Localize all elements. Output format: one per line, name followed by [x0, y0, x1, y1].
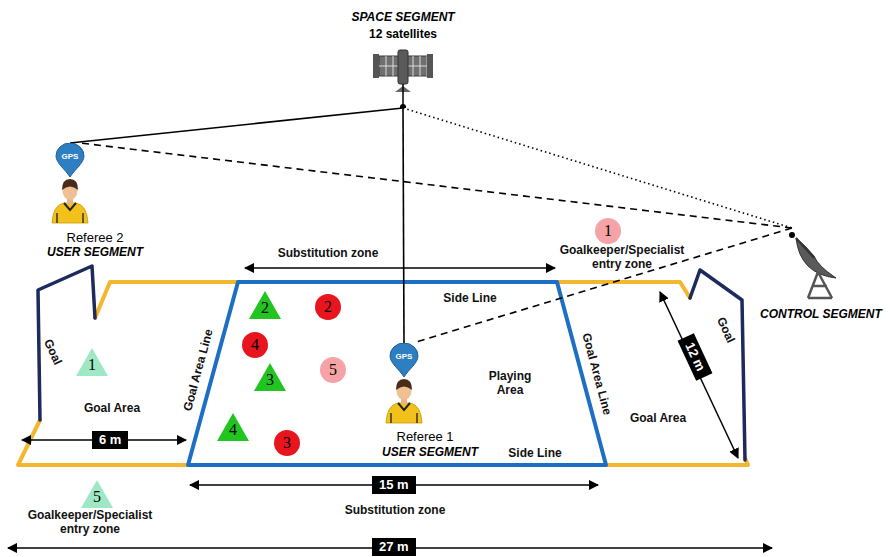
shirt-stripe	[82, 213, 84, 223]
court-label: Goal Area	[618, 411, 698, 425]
signal-link	[70, 108, 403, 143]
goal-area-line-yellow	[606, 458, 748, 465]
dimension-box: 27 m	[372, 538, 416, 556]
shirt-stripe	[390, 413, 392, 423]
player-triangle: 1	[75, 347, 109, 377]
segment-name: USER SEGMENT	[47, 245, 143, 259]
court-label: Goalkeeper/Specialist entry zone	[15, 508, 165, 536]
junction-dot	[789, 232, 795, 238]
dimension-value: 15 m	[379, 477, 409, 492]
shirt-stripe	[416, 413, 418, 423]
player-number: 3	[283, 434, 291, 452]
gps-tag: GPS	[396, 352, 413, 361]
court-label: Goal Area	[72, 401, 152, 415]
player-number: 5	[329, 361, 337, 379]
solar-panel	[373, 54, 379, 78]
goal-area-line-yellow	[95, 282, 238, 318]
referee-node: GPS Referee 2USER SEGMENT	[20, 143, 160, 263]
player-triangle: 5	[80, 479, 114, 509]
triangle-shape	[81, 480, 113, 508]
dish-feed	[796, 238, 814, 258]
dimension-box: 6 m	[92, 431, 128, 449]
segment-name: USER SEGMENT	[382, 445, 478, 459]
signal-link	[403, 108, 792, 228]
referee-name: Referee 1	[397, 429, 454, 444]
referee-hair	[62, 179, 78, 190]
court-label: Goal Area Line	[177, 315, 219, 425]
referee-shirt	[52, 203, 88, 223]
solar-panel	[379, 56, 400, 76]
dimension-value: 6 m	[99, 432, 121, 447]
signal-link	[80, 143, 792, 228]
satellite-mast	[402, 84, 404, 107]
court-label: Goal Area Line	[576, 319, 618, 429]
dish-stand	[808, 272, 832, 298]
satellite-node: SPACE SEGMENT 12 satellites	[340, 6, 466, 108]
dimension-value: 27 m	[379, 539, 409, 554]
player-number: 2	[324, 298, 332, 316]
triangle-shape	[76, 348, 108, 376]
gps-pin	[390, 343, 418, 377]
player-triangle: 2	[248, 290, 282, 320]
player-number: 1	[604, 222, 612, 240]
shirt-collar	[398, 403, 410, 410]
player-number: 3	[266, 371, 274, 389]
dimension-box: 12 m	[678, 333, 713, 380]
goal-frame	[38, 266, 95, 420]
control-node: CONTROL SEGMENT	[752, 228, 890, 323]
player-number: 2	[261, 299, 269, 317]
dish	[796, 238, 836, 278]
player-circle: 5	[320, 357, 346, 383]
panel-grid	[379, 66, 400, 67]
player-number: 4	[251, 336, 259, 354]
court-label: Side Line	[430, 291, 510, 305]
player-circle: 1	[595, 218, 621, 244]
goal-area-line-yellow	[18, 420, 188, 465]
player-circle: 4	[242, 332, 268, 358]
player-circle: 3	[274, 430, 300, 456]
panel-grid	[406, 66, 427, 67]
referee-name: Referee 2	[67, 230, 124, 245]
solar-panel	[427, 54, 433, 78]
court-label: Substitution zone	[330, 503, 460, 517]
solar-panel	[406, 56, 427, 76]
dimension-box: 15 m	[372, 476, 416, 494]
player-number: 4	[229, 421, 237, 439]
gps-tag: GPS	[62, 152, 79, 161]
gps-pin	[56, 143, 84, 177]
player-number: 1	[88, 356, 96, 374]
playing-area-outline	[188, 282, 606, 465]
triangle-shape	[217, 413, 249, 441]
referee-hair	[396, 379, 412, 390]
goal-area-line-yellow	[557, 282, 690, 298]
court-label: Goalkeeper/Specialist entry zone	[547, 243, 697, 271]
shirt-collar	[64, 203, 76, 210]
shirt-stripe	[56, 213, 58, 223]
segment-subtitle: 12 satellites	[369, 27, 437, 41]
referee-node: GPS Referee 1USER SEGMENT	[345, 343, 480, 463]
court-label: Playing Area	[480, 369, 540, 397]
triangle-shape	[249, 291, 281, 319]
triangle-shape	[254, 363, 286, 391]
court-label: Side Line	[495, 446, 575, 460]
player-circle: 2	[315, 294, 341, 320]
signal-link	[403, 108, 404, 343]
court-label: Goal	[38, 331, 68, 373]
player-triangle: 4	[216, 412, 250, 442]
junction-dot	[400, 104, 406, 108]
signal-link	[413, 228, 792, 343]
segment-name: CONTROL SEGMENT	[760, 307, 882, 321]
dimension-arrow	[245, 267, 555, 269]
segment-title: SPACE SEGMENT	[352, 10, 455, 24]
dimension-value: 12 m	[682, 340, 708, 373]
court-label: Goal	[711, 309, 741, 351]
referee-shirt	[386, 403, 422, 423]
player-number: 5	[93, 488, 101, 506]
satellite-body	[398, 50, 408, 84]
court-label: Substitution zone	[263, 246, 393, 260]
player-triangle: 3	[253, 362, 287, 392]
